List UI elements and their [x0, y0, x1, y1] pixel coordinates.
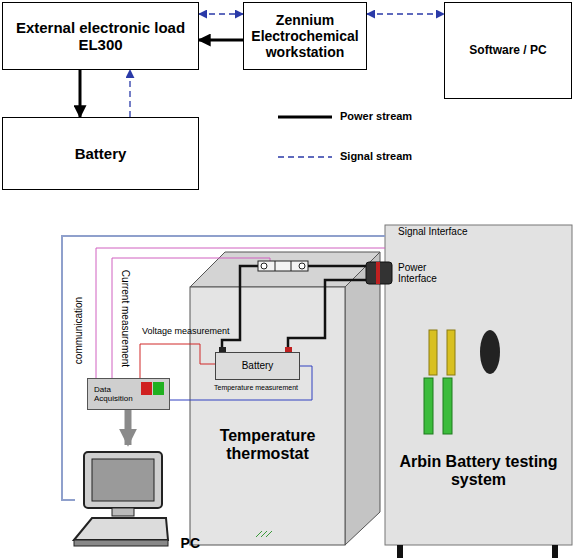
- node-label: PC: [181, 535, 200, 551]
- tester-handle: [424, 378, 433, 434]
- legend-label: Signal stream: [340, 150, 412, 162]
- node-label: Battery: [75, 145, 127, 162]
- node-label: Data Acquisition: [94, 385, 142, 403]
- tester-handle: [443, 378, 452, 434]
- tester-leg: [397, 545, 403, 558]
- node-label: Battery: [242, 360, 274, 372]
- edge-label: Temperature measurement: [214, 384, 298, 392]
- connector: [62, 236, 385, 500]
- connector: [199, 39, 243, 42]
- node-box: External electronic load EL300: [2, 2, 199, 70]
- node-box: Temperature thermostat Battery: [190, 287, 345, 545]
- cabinet-front: [190, 287, 345, 545]
- node-box: Zennium Electrochemical workstation: [243, 2, 367, 70]
- node-label: External electronic load EL300: [6, 19, 196, 54]
- shunt-resistor: [258, 261, 308, 271]
- part-label: Signal Interface: [398, 226, 468, 237]
- part-label: Power Interface: [398, 262, 468, 284]
- connector: [222, 266, 385, 347]
- node-label: Software / PC: [469, 44, 546, 58]
- device-indicator: [141, 382, 165, 396]
- connector: [129, 70, 130, 117]
- connector: [367, 13, 444, 14]
- node-box: PC: [75, 445, 200, 555]
- node-label: Zennium Electrochemical workstation: [245, 12, 365, 60]
- node-box: Data Acquisition: [87, 378, 170, 410]
- node-box: Software / PC: [444, 2, 572, 99]
- connector: [125, 410, 132, 445]
- legend-line-sample: [278, 116, 332, 119]
- connector: [288, 280, 385, 347]
- part-label: Current measurement: [120, 269, 131, 366]
- connector: [199, 13, 243, 14]
- edge-label: Voltage measurement: [142, 327, 230, 337]
- legend-label: Power stream: [340, 110, 412, 122]
- connector: [79, 70, 82, 117]
- cabinet-vent: [256, 531, 272, 537]
- pc-illustration: [74, 452, 168, 546]
- tester-handle: [447, 330, 455, 375]
- node-label: Arbin Battery testing system: [391, 453, 566, 490]
- tester-knob: [480, 330, 500, 374]
- tester-leg: [552, 545, 558, 558]
- tester-cabinet: [385, 225, 572, 545]
- node-box: Battery: [2, 117, 199, 190]
- power-connector: [366, 262, 392, 284]
- edge-label: communication: [73, 296, 84, 363]
- node-box: Battery: [215, 352, 300, 380]
- node-label: Temperature thermostat: [193, 427, 343, 464]
- legend-line-sample: [278, 156, 332, 158]
- connector: [140, 344, 215, 378]
- tester-handle: [429, 330, 437, 375]
- cabinet-side: [345, 252, 380, 545]
